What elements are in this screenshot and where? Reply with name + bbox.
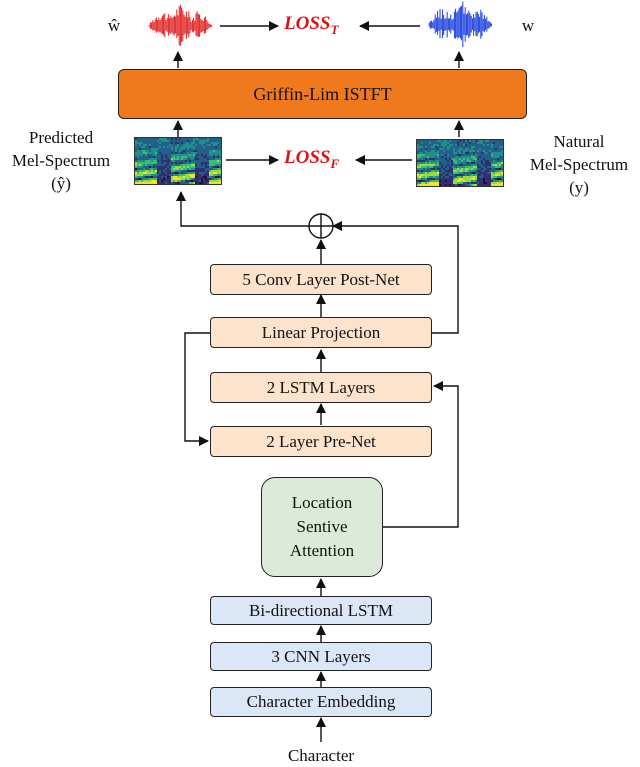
griffin-lim-block: Griffin-Lim ISTFT [118, 69, 527, 119]
loss-f-base: LOSS [284, 147, 331, 168]
sum-node [308, 213, 334, 239]
loss-f-label: LOSSF [284, 147, 339, 172]
natural-mel-spectrogram [416, 139, 504, 187]
linear-projection-block: Linear Projection [210, 317, 432, 348]
pre-net-block: 2 Layer Pre-Net [210, 426, 432, 457]
loss-t-base: LOSS [284, 13, 331, 34]
natural-output-label: w [521, 16, 535, 35]
loss-t-sub: T [330, 21, 339, 37]
loss-f-sub: F [330, 155, 340, 171]
cnn-layers-block: 3 CNN Layers [210, 642, 432, 671]
predicted-mel-label: Predicted Mel-Spectrum (ŷ) [11, 128, 111, 193]
input-label: Character [287, 746, 355, 765]
char-embedding-block: Character Embedding [210, 687, 432, 717]
loss-t-label: LOSST [284, 13, 338, 38]
lstm-layers-block: 2 LSTM Layers [210, 372, 432, 403]
bilstm-block: Bi-directional LSTM [210, 596, 432, 625]
predicted-output-label: ŵ [107, 16, 121, 35]
attention-block: Location Sentive Attention [261, 477, 383, 577]
post-net-block: 5 Conv Layer Post-Net [210, 264, 432, 295]
natural-waveform [428, 1, 492, 47]
natural-mel-label: Natural Mel-Spectrum (y) [529, 132, 629, 197]
predicted-mel-spectrogram [134, 137, 222, 185]
predicted-waveform [148, 4, 212, 46]
